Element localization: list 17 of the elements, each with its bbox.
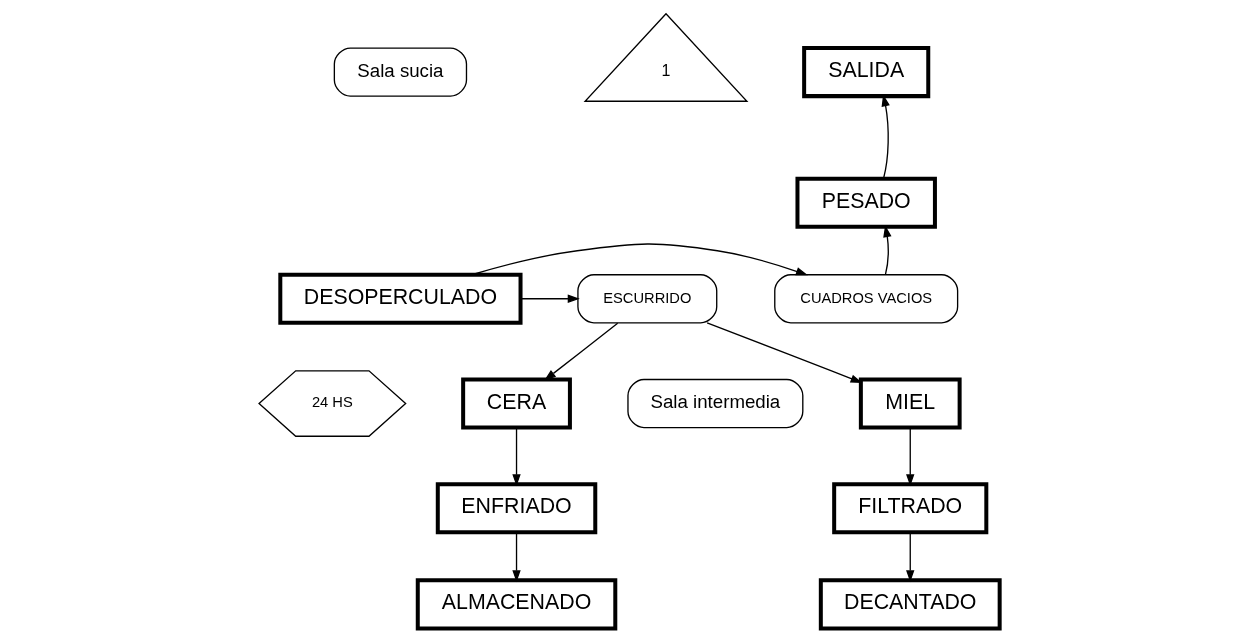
- node-box: DECANTADO: [818, 578, 1002, 631]
- node-box: ALMACENADO: [415, 578, 618, 631]
- node-box: Sala intermedia: [627, 378, 804, 429]
- node-box: MIEL: [858, 377, 962, 430]
- node-box: PESADO: [795, 176, 937, 229]
- node-box: ENFRIADO: [435, 482, 598, 535]
- node-box: SALIDA: [802, 46, 931, 99]
- node-box: CUADROS VACIOS: [774, 274, 959, 324]
- node-box: FILTRADO: [832, 482, 989, 535]
- arrow: [544, 322, 619, 381]
- node-box: DESOPERCULADO: [278, 272, 523, 325]
- node-box: Sala sucia: [333, 47, 468, 97]
- arrow: [883, 225, 892, 276]
- arrow: [520, 294, 580, 303]
- node-box: CERA: [461, 377, 572, 430]
- node-box: ESCURRIDO: [577, 274, 718, 324]
- arrow: [471, 243, 808, 276]
